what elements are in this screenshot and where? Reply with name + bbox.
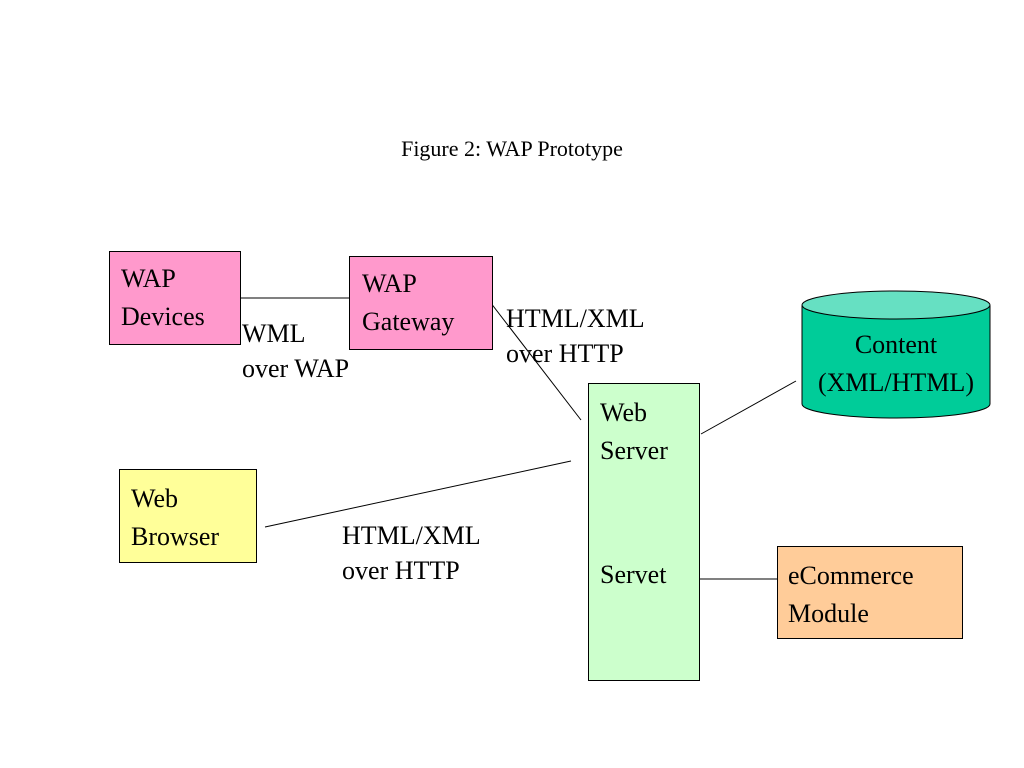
ecommerce-line2: Module [788, 599, 869, 628]
content-cylinder [801, 290, 991, 419]
edge-gateway-server [486, 297, 582, 421]
figure-title: Figure 2: WAP Prototype [401, 136, 623, 161]
content-cylinder-body [801, 305, 991, 419]
content-label: Content (XML/HTML) [790, 326, 1002, 402]
wml-label-line1: WML [242, 319, 306, 348]
ecommerce-line1: eCommerce [788, 561, 914, 590]
gateway-protocol-line2: over HTTP [506, 339, 624, 368]
wap-devices-box: WAP Devices [109, 251, 241, 345]
wml-over-wap-label: WML over WAP [242, 316, 349, 386]
wap-devices-line1: WAP [121, 264, 176, 293]
edge-browser-server [264, 460, 572, 528]
web-browser-line1: Web [131, 484, 178, 513]
content-line1: Content [854, 330, 938, 359]
wap-gateway-line1: WAP [362, 269, 417, 298]
servet-label: Servet [600, 560, 667, 589]
browser-server-protocol-label: HTML/XML over HTTP [342, 518, 481, 588]
web-server-line2: Server [600, 436, 668, 465]
wap-devices-line2: Devices [121, 302, 205, 331]
wml-label-line2: over WAP [242, 354, 350, 383]
gateway-server-protocol-label: HTML/XML over HTTP [506, 301, 645, 371]
web-browser-box: Web Browser [119, 469, 257, 563]
web-server-line1: Web [600, 398, 647, 427]
wap-gateway-line2: Gateway [362, 307, 455, 336]
web-browser-line2: Browser [131, 522, 220, 551]
browser-protocol-line2: over HTTP [342, 556, 460, 585]
gateway-protocol-line1: HTML/XML [506, 304, 645, 333]
edge-server-content [700, 380, 797, 435]
wap-gateway-box: WAP Gateway [349, 256, 493, 350]
content-cylinder-top [801, 290, 991, 320]
browser-protocol-line1: HTML/XML [342, 521, 481, 550]
web-server-box: Web Server Servet [588, 383, 700, 681]
ecommerce-module-box: eCommerce Module [777, 546, 963, 639]
content-line2: (XML/HTML) [818, 368, 974, 397]
